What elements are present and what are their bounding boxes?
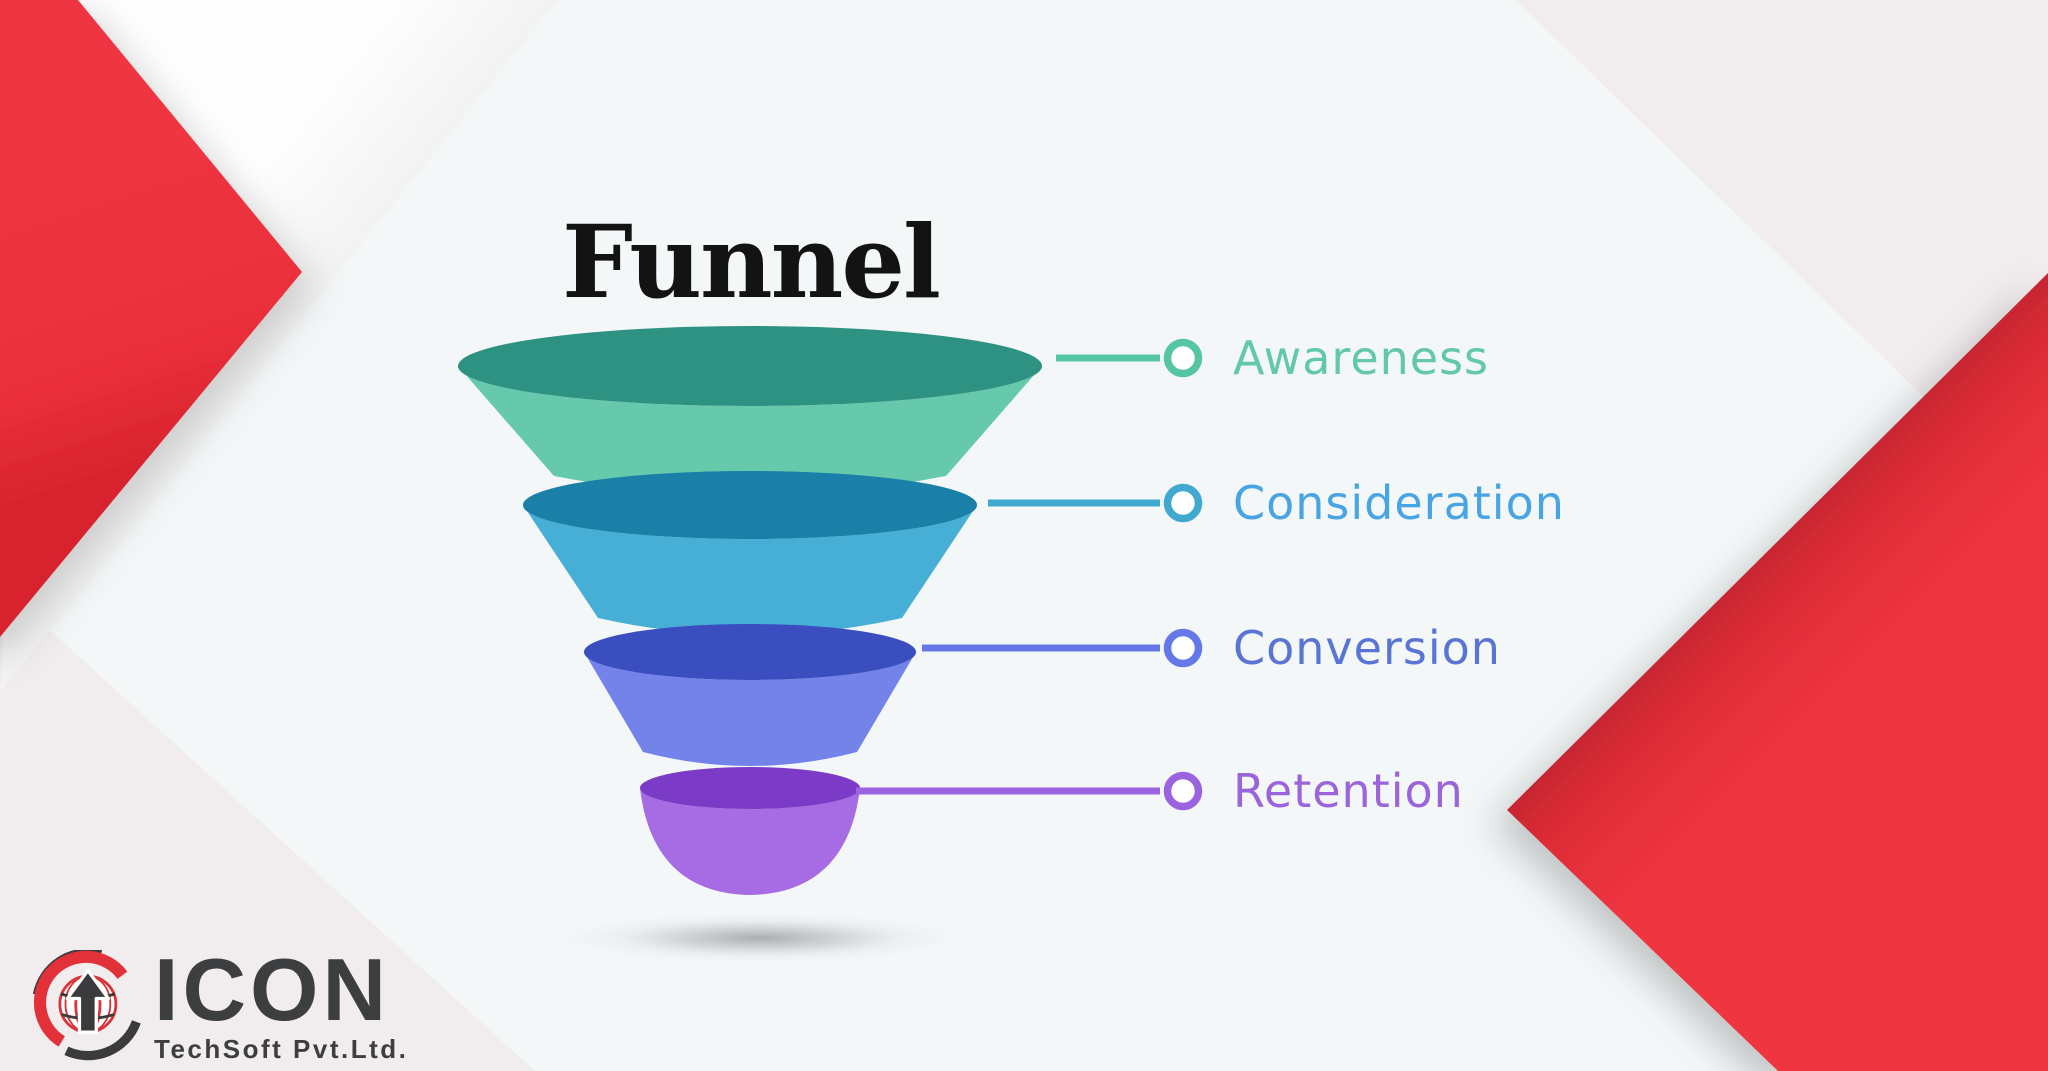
funnel-stage-3-top xyxy=(584,624,916,680)
connector-dot-consideration xyxy=(1163,483,1203,523)
funnel-stage-4-top xyxy=(640,767,860,809)
stage-label-conversion: Conversion xyxy=(1233,621,1501,675)
logo-text: ICON TechSoft Pvt.Ltd. xyxy=(154,940,409,1065)
funnel-stage-4-body xyxy=(640,788,860,895)
stage-label-consideration: Consideration xyxy=(1233,476,1565,530)
connector-dot-awareness xyxy=(1163,338,1203,378)
bg-red-diamond-bottom-right xyxy=(1507,273,2048,1071)
logo-subtitle: TechSoft Pvt.Ltd. xyxy=(154,1033,409,1064)
logo-name: ICON xyxy=(154,940,390,1039)
funnel-stage-3-body xyxy=(584,652,916,766)
funnel-stage-2-top xyxy=(523,471,977,539)
connector-dot-retention xyxy=(1163,771,1203,811)
stage-label-retention: Retention xyxy=(1233,764,1464,818)
page-title: Funnel xyxy=(562,203,941,321)
bg-red-diamond-top-left xyxy=(0,0,302,637)
stage-label-awareness: Awareness xyxy=(1233,331,1490,385)
funnel-stage-2-body xyxy=(523,505,977,635)
bg-paper-pink-bottom-left xyxy=(0,585,535,1071)
funnel-stage-1-top xyxy=(458,326,1042,406)
bg-paper-pink-top-right xyxy=(1516,0,2048,397)
company-logo: ICON TechSoft Pvt.Ltd. xyxy=(30,940,409,1065)
connector-dot-conversion xyxy=(1163,628,1203,668)
funnel-stage-1-body xyxy=(458,366,1042,495)
funnel-floor-shadow xyxy=(565,913,955,963)
globe-arrow-icon xyxy=(32,950,141,1061)
